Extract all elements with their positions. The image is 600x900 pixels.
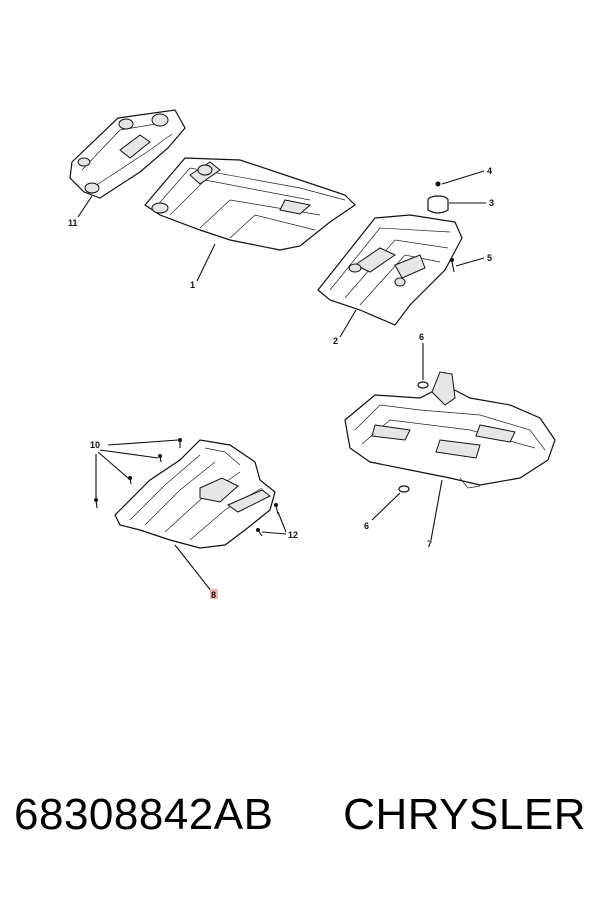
callout-7: 7 bbox=[427, 539, 432, 549]
callout-1: 1 bbox=[190, 280, 195, 290]
callout-3: 3 bbox=[489, 198, 494, 208]
part-10-fasteners bbox=[94, 438, 182, 509]
part-3-isolator bbox=[427, 195, 449, 214]
callout-6-upper: 6 bbox=[419, 332, 424, 342]
brand-name: CHRYSLER bbox=[343, 790, 586, 839]
part-12-fasteners bbox=[256, 503, 279, 537]
callout-4: 4 bbox=[487, 166, 492, 176]
part-11-skid-plate bbox=[69, 109, 186, 199]
part-6-nut-lower bbox=[398, 485, 410, 493]
callout-5: 5 bbox=[487, 253, 492, 263]
callout-6-lower: 6 bbox=[364, 521, 369, 531]
part-5-bolt bbox=[450, 258, 455, 273]
callout-8: 8 bbox=[211, 590, 216, 600]
callout-12: 12 bbox=[288, 530, 298, 540]
part-4-nut bbox=[435, 181, 441, 187]
part-8-skid-plate bbox=[114, 439, 276, 549]
footer: 68308842AB CHRYSLER bbox=[0, 790, 600, 870]
leader-lines bbox=[77, 170, 486, 593]
callout-10: 10 bbox=[90, 440, 100, 450]
part-1-skid-plate bbox=[144, 157, 356, 251]
callout-11: 11 bbox=[68, 218, 78, 228]
part-number: 68308842AB bbox=[14, 790, 274, 839]
callout-8-highlight bbox=[210, 589, 218, 599]
part-7-skid-plate bbox=[344, 371, 556, 489]
part-6-nut-upper bbox=[417, 381, 429, 389]
part-2-skid-plate bbox=[317, 214, 463, 326]
callout-2: 2 bbox=[333, 336, 338, 346]
